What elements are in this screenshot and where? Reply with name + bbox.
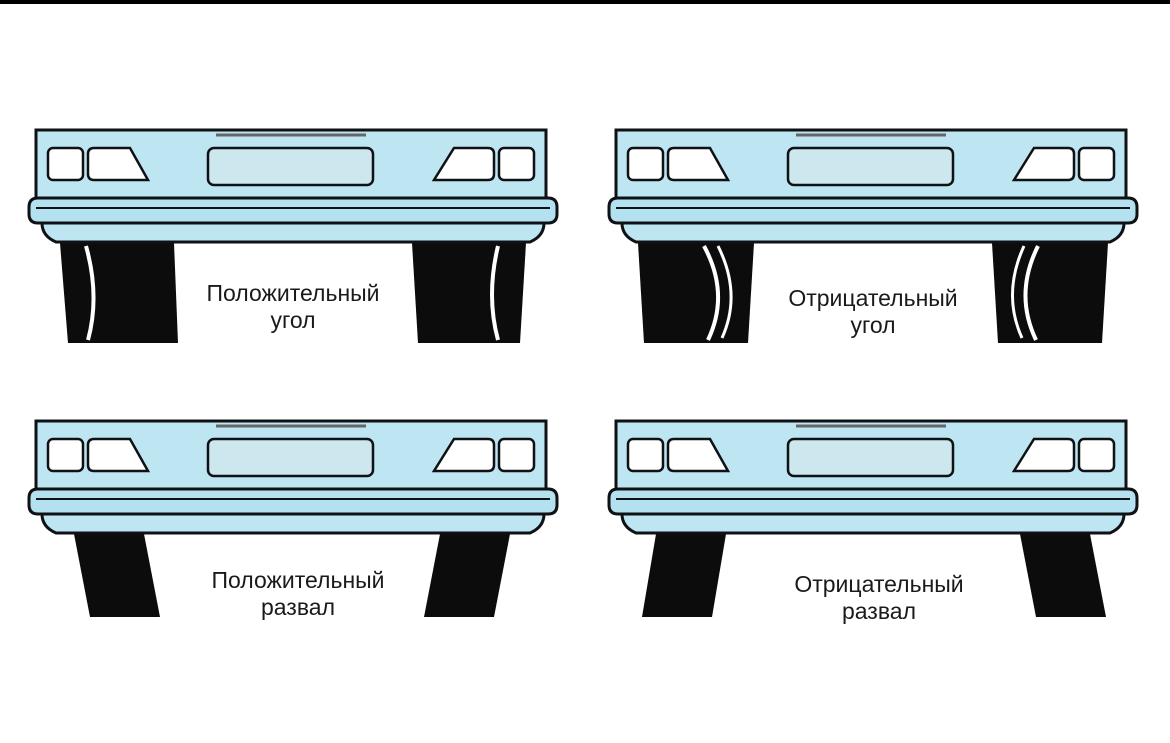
headlight-left-outer [626,437,665,473]
panel-positive-caster: Положительный угол [27,128,559,348]
diagram-label: Отрицательный развал [756,571,1002,625]
headlight-left-inner [666,437,731,473]
license-plate [206,146,375,187]
headlight-right-inner [431,146,496,182]
wheel-left [642,534,726,617]
top-border [0,0,1170,4]
label-line2: угол [850,312,896,338]
wheel-right [992,243,1108,343]
label-line2: развал [841,598,917,624]
headlight-right-outer [497,437,536,473]
headlight-right-outer [497,146,536,182]
wheel-left [60,243,178,343]
bumper [27,196,559,225]
wheel-right [412,243,526,343]
panel-positive-camber: Положительный развал [27,419,559,629]
car-front-diagram [607,128,1139,343]
car-front-diagram [27,128,559,343]
headlight-left-outer [46,437,85,473]
bumper [607,487,1139,516]
lower-valance [40,221,546,244]
label-line1: Положительный [206,280,380,306]
headlight-right-outer [1077,146,1116,182]
diagram-label: Положительный развал [175,567,421,621]
license-plate [786,437,955,478]
lower-valance [620,221,1126,244]
license-plate [786,146,955,187]
label-line2: угол [270,307,316,333]
lower-valance [620,512,1126,535]
car-front-diagram [27,419,559,617]
label-line1: Отрицательный [788,285,958,311]
wheel-left [638,243,754,343]
car-front-diagram [607,419,1139,617]
panel-negative-caster: Отрицательный угол [607,128,1139,348]
bumper [27,487,559,516]
headlight-left-outer [626,146,665,182]
label-line2: развал [260,594,336,620]
headlight-right-inner [1011,146,1076,182]
label-line1: Положительный [211,567,385,593]
diagram-label: Положительный угол [170,280,416,334]
diagram-label: Отрицательный угол [750,285,996,339]
headlight-left-inner [86,437,151,473]
wheel-right [1020,534,1106,617]
headlight-left-inner [86,146,151,182]
license-plate [206,437,375,478]
headlight-left-outer [46,146,85,182]
lower-valance [40,512,546,535]
headlight-right-outer [1077,437,1116,473]
headlight-right-inner [431,437,496,473]
panel-negative-camber: Отрицательный развал [607,419,1139,629]
bumper [607,196,1139,225]
label-line1: Отрицательный [794,571,964,597]
headlight-right-inner [1011,437,1076,473]
headlight-left-inner [666,146,731,182]
wheel-right [424,534,510,617]
wheel-left [74,534,160,617]
